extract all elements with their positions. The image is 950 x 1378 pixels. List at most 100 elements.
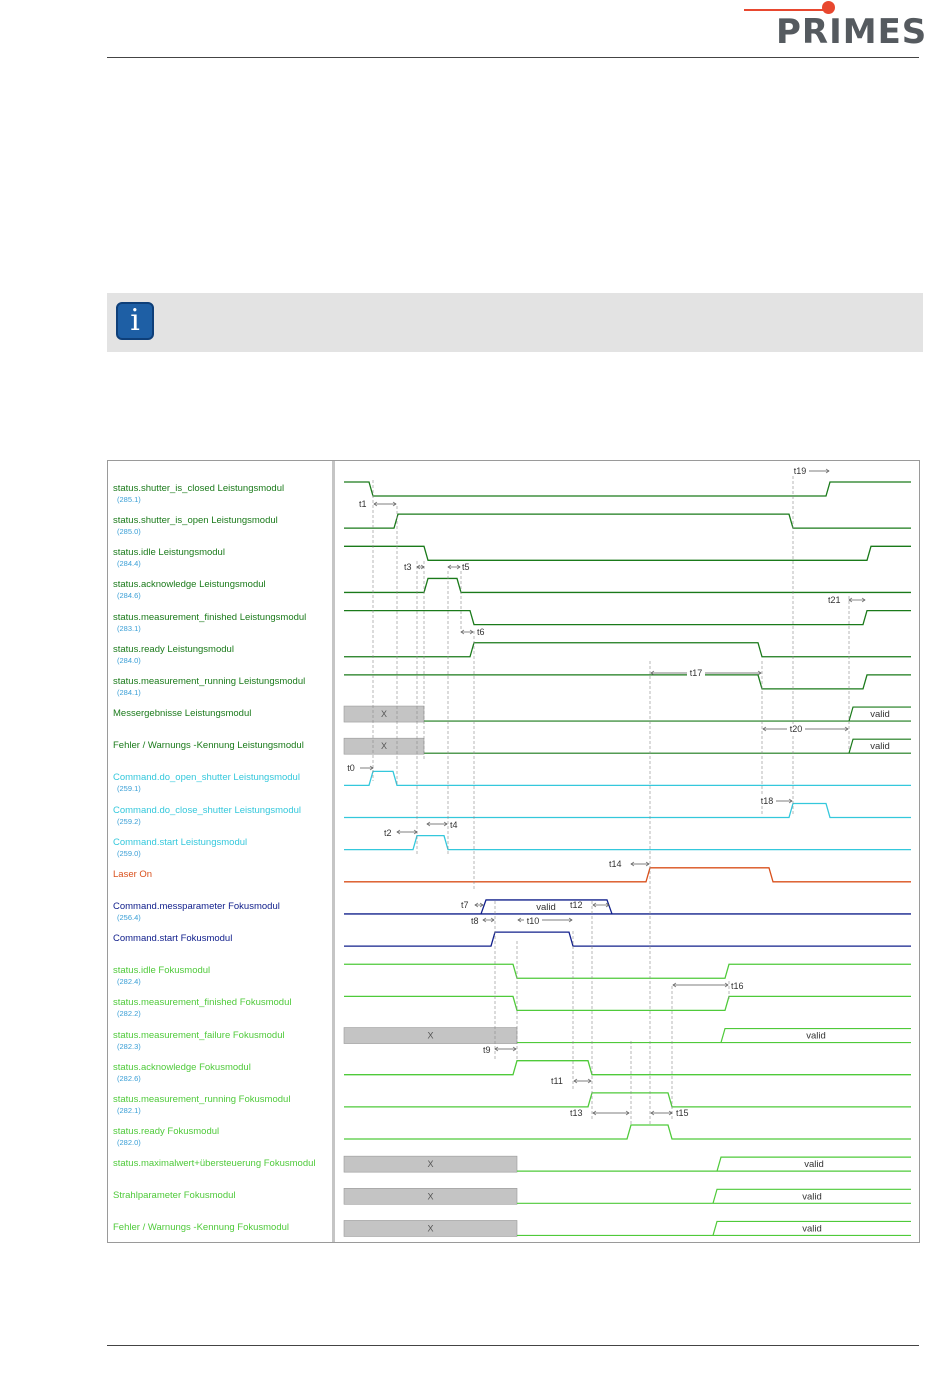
timing-arrowhead — [672, 982, 677, 988]
timing-arrowhead — [479, 902, 484, 908]
timing-arrowhead — [369, 765, 374, 771]
timing-label: t20 — [790, 724, 803, 734]
signal-register-id: (285.0) — [117, 527, 141, 537]
signal-register-id: (284.6) — [117, 591, 141, 601]
timing-arrowhead — [416, 564, 421, 570]
signal-label: status.acknowledge Leistungsmodul — [113, 579, 266, 591]
invalid-data-bar — [343, 1155, 518, 1173]
timing-arrowhead — [605, 902, 610, 908]
timing-arrowhead — [469, 629, 474, 635]
timing-arrowhead — [844, 726, 849, 732]
valid-marker: valid — [870, 709, 890, 720]
timing-label: t7 — [461, 900, 469, 910]
signal-waveform — [344, 1124, 911, 1140]
signal-waveform — [344, 867, 911, 883]
signal-label: Command.start Fokusmodul — [113, 933, 233, 945]
timing-arrowhead — [757, 670, 762, 676]
timing-arrowhead — [373, 501, 378, 507]
invalid-marker: X — [427, 1031, 433, 1041]
signal-waveform — [344, 609, 911, 626]
timing-arrowhead — [724, 982, 729, 988]
signal-register-id: (259.0) — [117, 848, 141, 858]
timing-arrowhead — [568, 917, 573, 923]
invalid-data-bar — [343, 1220, 518, 1237]
bus-valid-region — [716, 1156, 911, 1172]
timing-label-bg — [524, 916, 542, 926]
column-divider — [332, 461, 335, 1242]
signal-label: status.idle Leistungsmodul — [113, 547, 225, 559]
timing-arrowhead — [447, 564, 452, 570]
signal-label: status.shutter_is_closed Leistungsmodul — [113, 483, 285, 494]
signal-register-id: (256.4) — [117, 912, 141, 922]
timing-arrowhead — [592, 1110, 597, 1116]
signal-waveform — [344, 1060, 911, 1076]
signal-label: Laser On — [113, 868, 153, 880]
invalid-marker: X — [381, 741, 387, 751]
signal-register-id: (282.0) — [117, 1138, 141, 1147]
info-icon: i — [116, 302, 154, 340]
timing-label: t10 — [527, 916, 540, 926]
timing-label-bg — [342, 763, 360, 773]
logo-accent-dot — [822, 1, 835, 14]
signal-register-id: (284.4) — [117, 559, 141, 569]
invalid-marker: X — [427, 1223, 433, 1233]
timing-label: t15 — [676, 1108, 689, 1118]
timing-arrowhead — [650, 670, 655, 676]
timing-arrowhead — [645, 861, 650, 867]
timing-label-bg — [758, 796, 776, 806]
timing-label: t6 — [477, 627, 485, 637]
signal-label: status.measurement_failure Fokusmodul — [113, 1029, 285, 1041]
timing-arrowhead — [762, 726, 767, 732]
timing-label: t2 — [384, 828, 392, 838]
signal-label: status.shutter_is_open Leistungsmodul — [113, 515, 278, 527]
timing-arrowhead — [630, 861, 635, 867]
timing-arrowhead — [474, 902, 479, 908]
signal-register-id: (259.1) — [117, 784, 141, 794]
bus-valid-region — [848, 706, 911, 722]
timing-arrowhead — [512, 1046, 517, 1052]
timing-arrowhead — [825, 468, 830, 474]
signal-label: Command.do_open_shutter Leistungsmodul — [113, 772, 300, 784]
signal-label: Messergebnisse Leistungsmodul — [113, 708, 252, 720]
signal-waveform — [344, 642, 911, 658]
signal-waveform — [344, 545, 911, 561]
timing-label: t9 — [483, 1045, 491, 1055]
signal-label: Command.do_close_shutter Leistungsmodul — [113, 804, 301, 816]
signal-label: status.measurement_finished Fokusmodul — [113, 997, 292, 1009]
invalid-data-bar — [343, 1187, 518, 1205]
signal-register-id: (283.1) — [117, 623, 141, 633]
signal-register-id: (259.2) — [117, 816, 141, 826]
valid-marker: valid — [802, 1223, 822, 1234]
signal-label: Fehler / Warnungs -Kennung Leistungsmodu… — [113, 740, 304, 752]
bus-valid-region — [720, 1027, 911, 1044]
signal-register-id: (285.1) — [117, 495, 141, 504]
signal-waveform — [344, 674, 911, 690]
timing-arrowhead — [494, 1046, 499, 1052]
valid-marker: valid — [802, 1191, 822, 1202]
timing-arrowhead — [517, 917, 522, 923]
bus-valid-region — [712, 1188, 911, 1204]
timing-arrowhead — [426, 821, 431, 827]
timing-label: t18 — [761, 796, 774, 806]
timing-arrowhead — [490, 917, 495, 923]
info-note: i — [107, 293, 923, 352]
timing-arrowhead — [587, 1078, 592, 1084]
bus-valid-region — [712, 1220, 911, 1237]
timing-arrowhead — [443, 821, 448, 827]
signal-label: status.idle Fokusmodul — [113, 965, 211, 977]
signal-waveform — [344, 802, 911, 819]
timing-label: t11 — [551, 1076, 563, 1086]
timing-arrowhead — [460, 629, 465, 635]
timing-label: t19 — [794, 466, 807, 476]
footer-rule — [107, 1345, 919, 1346]
timing-arrowhead — [573, 1078, 578, 1084]
signal-waveform — [344, 995, 911, 1012]
bus-valid-region — [344, 899, 911, 915]
signal-waveform — [344, 835, 911, 851]
signal-label: status.measurement_running Leistungsmodu… — [113, 675, 306, 687]
valid-marker: valid — [870, 741, 890, 752]
timing-label-bg — [791, 466, 809, 476]
timing-arrowhead — [592, 902, 597, 908]
bus-valid-region — [848, 738, 911, 754]
